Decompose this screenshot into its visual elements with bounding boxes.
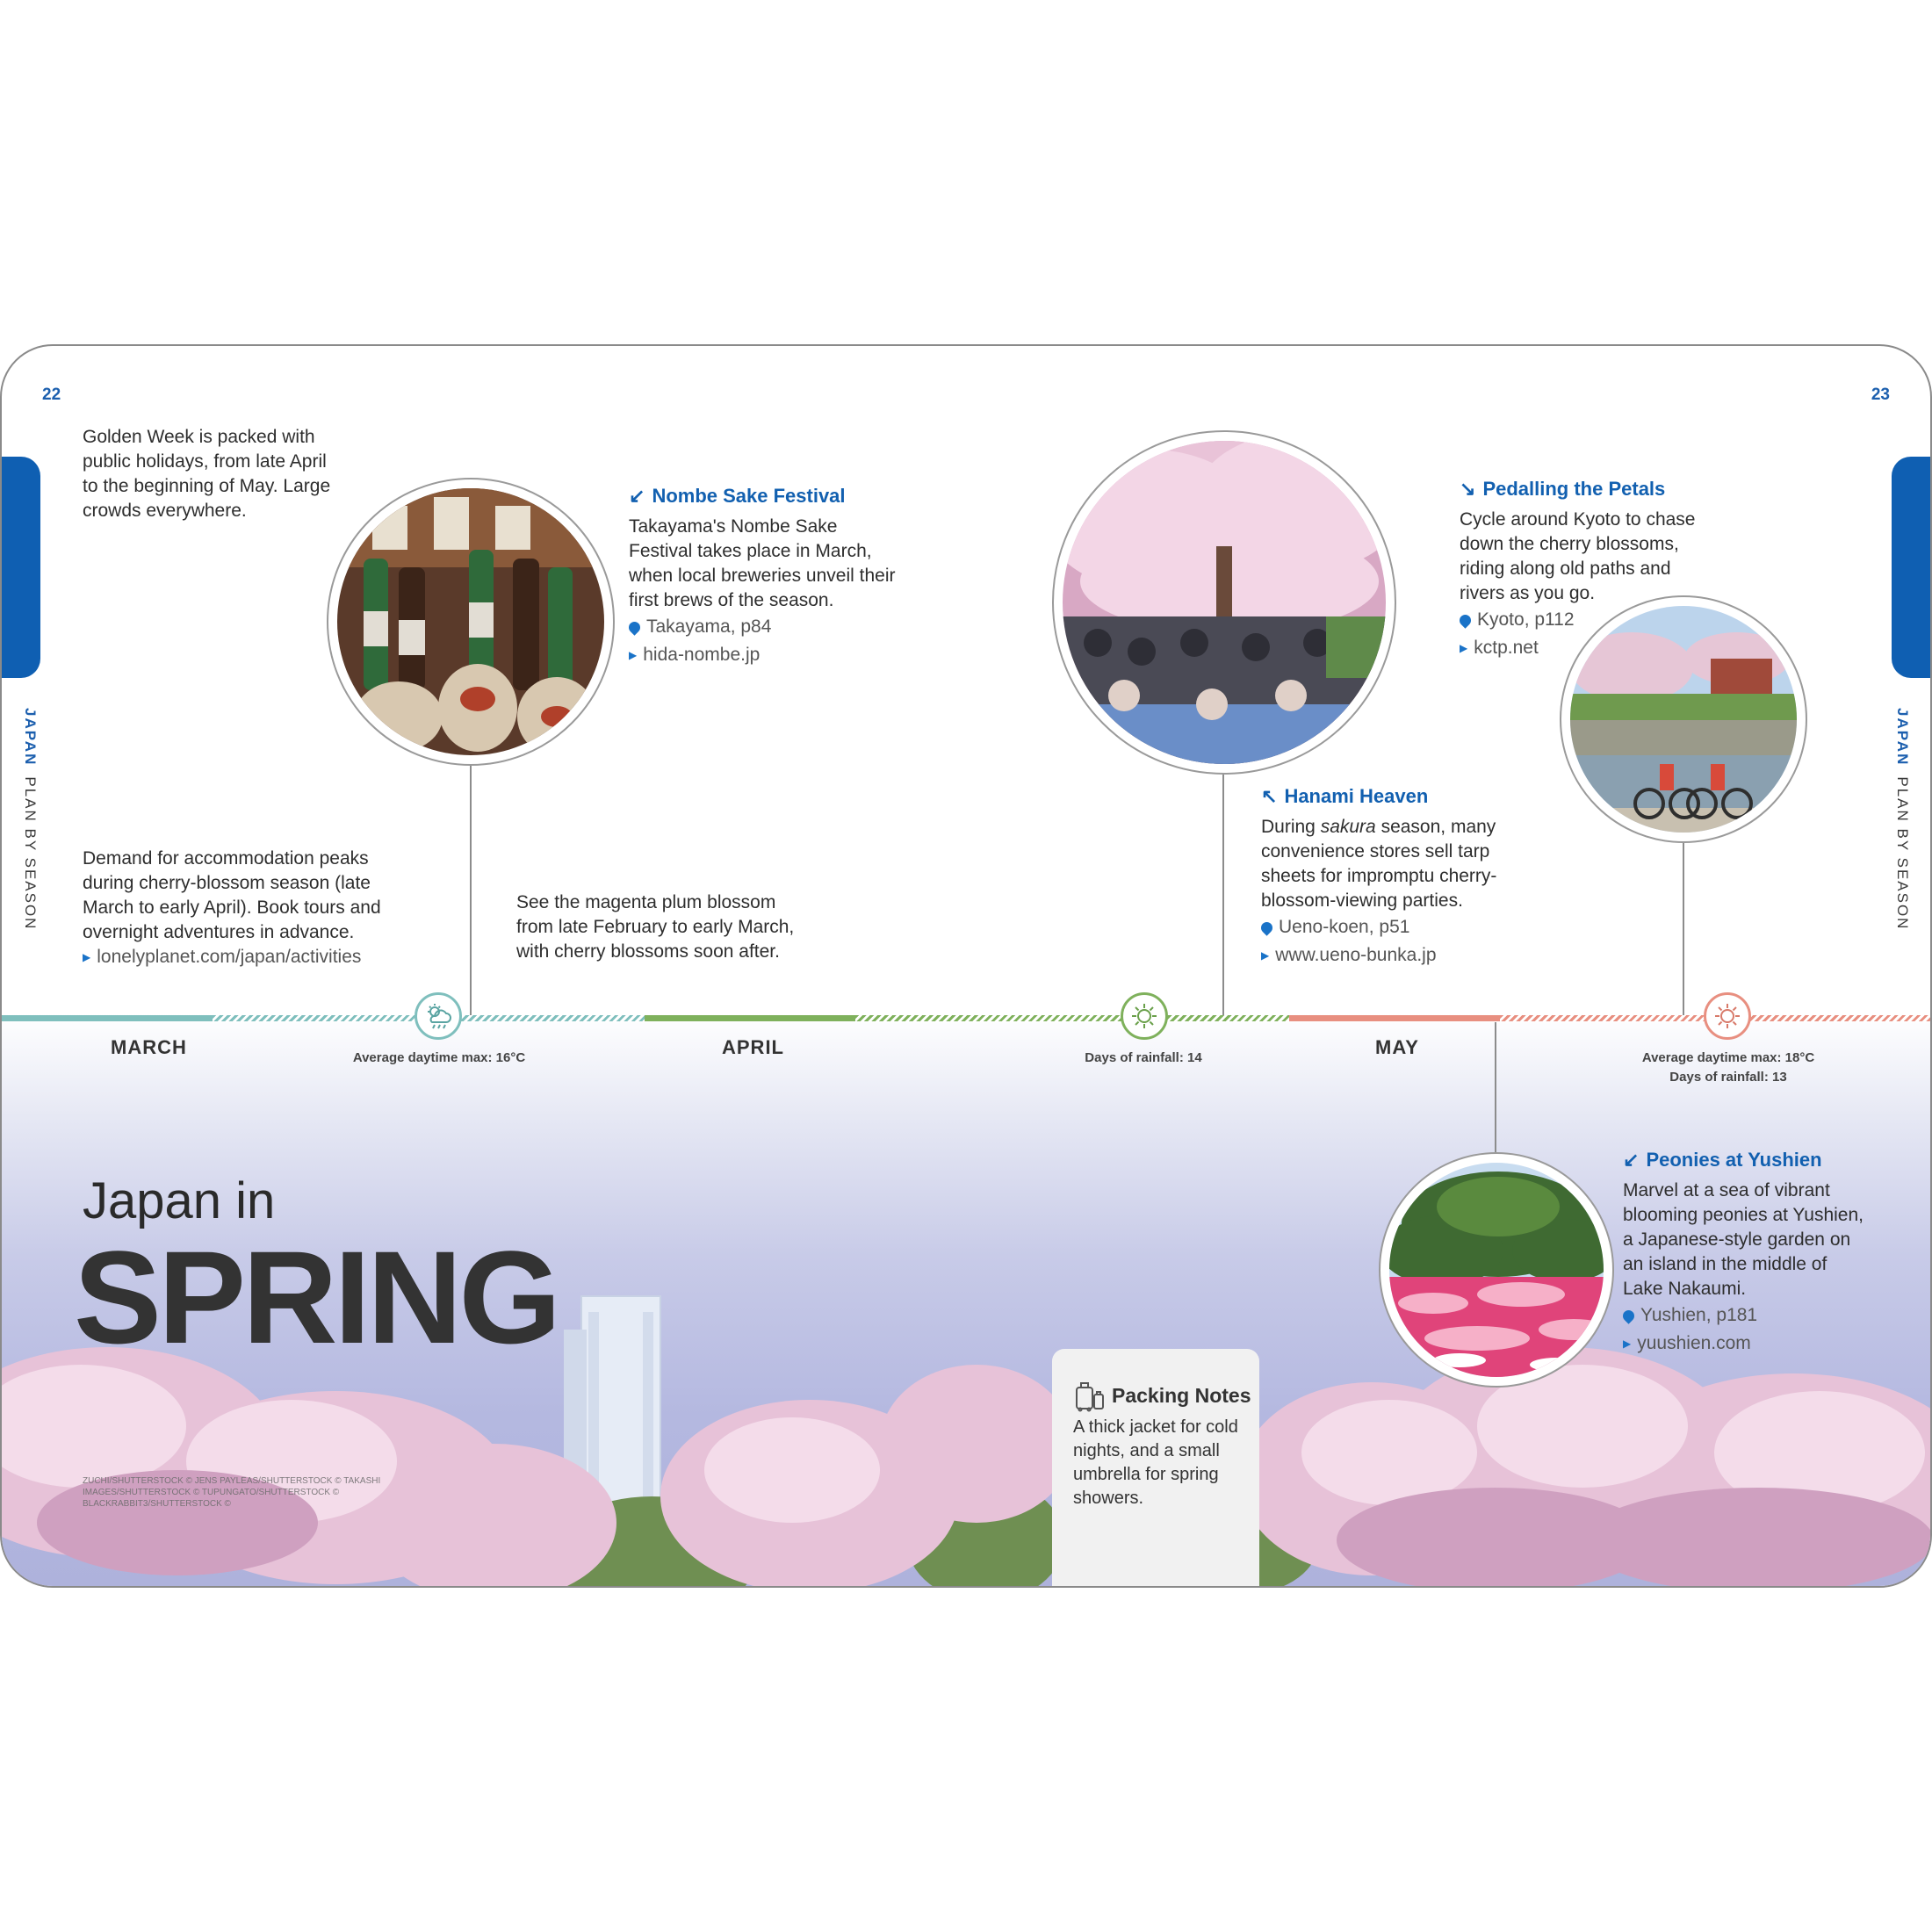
peonies-title: Peonies at Yushien xyxy=(1646,1149,1822,1171)
plum-blossom-text: See the magenta plum blossom from late F… xyxy=(516,892,795,962)
luggage-icon xyxy=(1076,1382,1104,1412)
may-stat: Average daytime max: 18°C Days of rainfa… xyxy=(1635,1049,1821,1087)
cycling-kyoto-photo xyxy=(1570,606,1797,833)
golden-week-text: Golden Week is packed with public holida… xyxy=(83,427,331,521)
title-spring: SPRING xyxy=(74,1223,561,1371)
pedalling-text: Cycle around Kyoto to chase down the che… xyxy=(1460,509,1696,603)
nombe-link[interactable]: ▶ hida-nombe.jp xyxy=(629,645,760,666)
title-japan-in: Japan in xyxy=(83,1172,276,1229)
side-tab-left xyxy=(2,457,40,678)
may-stat-rain: Days of rainfall: 13 xyxy=(1669,1070,1787,1085)
link-arrow-icon: ↙ xyxy=(1623,1149,1640,1171)
accommodation-link[interactable]: ▶ lonelyplanet.com/japan/activities xyxy=(83,947,361,968)
link-triangle-icon: ▶ xyxy=(1623,1337,1632,1350)
weather-icon xyxy=(428,1004,451,1029)
hanami-location-text: Ueno-koen, p51 xyxy=(1279,917,1410,937)
nombe-heading: ↙ Nombe Sake Festival xyxy=(629,485,846,508)
hanami-text: During sakura season, many convenience s… xyxy=(1261,815,1525,913)
side-label-bold: JAPAN xyxy=(22,708,39,767)
sake-photo-circle xyxy=(327,478,615,766)
peonies-link-text: yuushien.com xyxy=(1637,1333,1751,1353)
pedalling-heading: ↘ Pedalling the Petals xyxy=(1460,478,1665,501)
connector-line xyxy=(1495,1022,1496,1187)
hanami-text-post: season, many convenience stores sell tar… xyxy=(1261,817,1497,911)
side-label-bold: JAPAN xyxy=(1894,708,1911,767)
accommodation-text: Demand for accommodation peaks during ch… xyxy=(83,848,381,942)
pedalling-location-text: Kyoto, p112 xyxy=(1477,609,1575,630)
hanami-location: Ueno-koen, p51 xyxy=(1258,917,1410,938)
page-number-right: 23 xyxy=(1871,386,1890,404)
timeline-may-solid xyxy=(1289,1015,1500,1021)
nombe-title: Nombe Sake Festival xyxy=(652,485,846,507)
may-stat-temp: Average daytime max: 18°C xyxy=(1641,1050,1815,1065)
link-triangle-icon: ▶ xyxy=(1261,949,1270,962)
link-arrow-icon: ↘ xyxy=(1460,478,1476,500)
nombe-link-text: hida-nombe.jp xyxy=(643,645,761,665)
link-triangle-icon: ▶ xyxy=(629,649,638,661)
pin-icon xyxy=(626,619,643,636)
hanami-photo-circle xyxy=(1052,430,1396,775)
peonies-photo-circle xyxy=(1379,1152,1614,1388)
sun-icon xyxy=(1715,1004,1740,1028)
hanami-party-photo xyxy=(1063,441,1386,764)
sake-bottles-photo xyxy=(337,488,604,755)
side-label-right: JAPAN PLAN BY SEASON xyxy=(1893,708,1911,930)
month-march: MARCH xyxy=(111,1036,187,1058)
guidebook-spread: 22 23 JAPAN PLAN BY SEASON JAPAN PLAN BY S… xyxy=(0,344,1932,1588)
pin-icon xyxy=(1620,1308,1637,1324)
month-may: MAY xyxy=(1375,1036,1419,1058)
connector-line xyxy=(1222,775,1224,1019)
side-tab-right xyxy=(1892,457,1930,678)
peonies-heading: ↙ Peonies at Yushien xyxy=(1623,1149,1822,1171)
hanami-heading: ↖ Hanami Heaven xyxy=(1261,785,1428,808)
photo-credits: ZUCHI/SHUTTERSTOCK © JENS PAYLEAS/SHUTTE… xyxy=(83,1476,381,1509)
april-stat: Days of rainfall: 14 xyxy=(1085,1050,1202,1065)
link-arrow-icon: ↖ xyxy=(1261,785,1278,807)
peonies-location-text: Yushien, p181 xyxy=(1640,1305,1758,1325)
pedalling-location: Kyoto, p112 xyxy=(1457,609,1575,631)
weather-node-march xyxy=(415,992,462,1040)
cherry-blossom-scene xyxy=(2,1295,1930,1586)
pedalling-link-text: kctp.net xyxy=(1474,638,1539,658)
month-april: APRIL xyxy=(722,1036,784,1058)
march-stat: Average daytime max: 16°C xyxy=(352,1050,526,1065)
sun-icon xyxy=(1132,1004,1157,1028)
peonies-garden-photo xyxy=(1389,1163,1604,1377)
weather-node-april xyxy=(1121,992,1168,1040)
pin-icon xyxy=(1457,612,1474,629)
timeline-april-solid xyxy=(645,1015,855,1021)
hanami-text-pre: During xyxy=(1261,817,1321,837)
hanami-link-text: www.ueno-bunka.jp xyxy=(1275,945,1437,965)
packing-notes-box: Packing Notes A thick jacket for cold ni… xyxy=(1052,1349,1259,1586)
page-number-left: 22 xyxy=(42,386,61,404)
link-triangle-icon: ▶ xyxy=(83,951,91,963)
pin-icon xyxy=(1258,919,1275,936)
accommodation-link-text: lonelyplanet.com/japan/activities xyxy=(97,947,362,967)
connector-line xyxy=(1683,843,1684,1019)
side-label-rest: PLAN BY SEASON xyxy=(1894,776,1911,931)
pedalling-title: Pedalling the Petals xyxy=(1482,478,1666,500)
link-arrow-icon: ↙ xyxy=(629,485,645,507)
packing-notes-title: Packing Notes xyxy=(1112,1384,1251,1407)
hanami-text-em: sakura xyxy=(1320,817,1376,837)
packing-notes-text: A thick jacket for cold nights, and a sm… xyxy=(1073,1417,1238,1508)
nombe-text: Takayama's Nombe Sake Festival takes pla… xyxy=(629,516,896,610)
weather-node-may xyxy=(1704,992,1751,1040)
pedalling-link[interactable]: ▶ kctp.net xyxy=(1460,638,1539,659)
link-triangle-icon: ▶ xyxy=(1460,642,1468,654)
nombe-location-text: Takayama, p84 xyxy=(646,616,772,637)
peonies-text: Marvel at a sea of vibrant blooming peon… xyxy=(1623,1180,1864,1299)
hanami-link[interactable]: ▶ www.ueno-bunka.jp xyxy=(1261,945,1437,966)
connector-line xyxy=(470,766,472,1019)
nombe-location: Takayama, p84 xyxy=(626,616,772,638)
peonies-location: Yushien, p181 xyxy=(1620,1305,1758,1326)
peonies-link[interactable]: ▶ yuushien.com xyxy=(1623,1333,1751,1354)
timeline-march-solid xyxy=(2,1015,213,1021)
timeline-april-hatched xyxy=(855,1015,1289,1021)
side-label-left: JAPAN PLAN BY SEASON xyxy=(21,708,39,930)
hanami-title: Hanami Heaven xyxy=(1284,785,1429,807)
cycling-photo-circle xyxy=(1560,595,1807,843)
side-label-rest: PLAN BY SEASON xyxy=(22,776,39,931)
